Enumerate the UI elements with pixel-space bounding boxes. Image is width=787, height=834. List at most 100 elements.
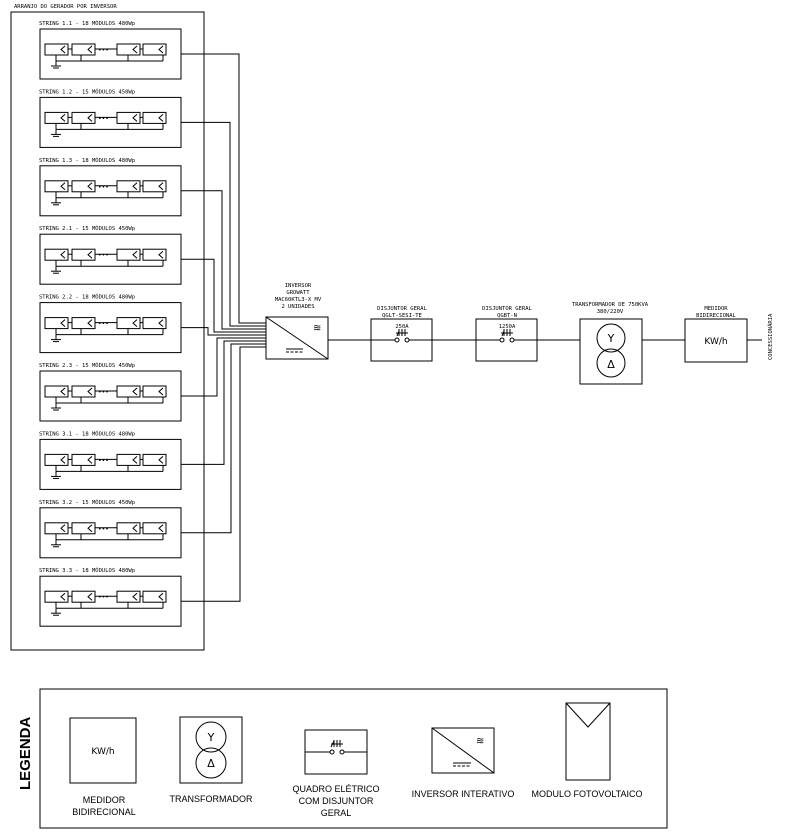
string-label: STRING 1.1 - 18 MÓDULOS 480Wp [39, 20, 135, 27]
pv-module-icon [71, 111, 96, 124]
string-wire [181, 121, 266, 327]
string-box [39, 575, 182, 627]
string-box [39, 96, 182, 148]
continuation-dots: ••• [98, 321, 109, 328]
inverter-label-3: MAC60KTL3-X MV [275, 297, 322, 303]
grid-label: CONCESSIONÁRIA [767, 313, 774, 360]
legend-inverter-icon [431, 727, 495, 774]
legend-meter-unit: KW/h [91, 747, 114, 757]
transformer-box [579, 318, 643, 385]
pv-module-icon [142, 248, 167, 261]
string-5[interactable]: STRING 2.2 - 18 MÓDULOS 480Wp ••• [39, 294, 182, 354]
string-3[interactable]: STRING 1.3 - 18 MÓDULOS 480Wp••• [39, 157, 182, 217]
breaker-2[interactable]: DISJUNTOR GERAL QGBT-N 1250A [475, 306, 538, 362]
string-4[interactable]: STRING 2.1 - 15 MÓDULOS 450Wp••• [39, 225, 182, 285]
string-label: STRING 3.2 - 15 MÓDULOS 450Wp [39, 499, 135, 506]
ground-icon [51, 334, 61, 343]
ground-icon [51, 608, 61, 616]
bidirectional-meter[interactable]: MEDIDOR BIDIRECIONAL KW/h [684, 306, 748, 363]
legend-pv-module-label: MODULO FOTOVOLTAICO [531, 789, 642, 799]
legend-pv-module-icon [565, 702, 611, 781]
pv-module-icon [71, 317, 96, 330]
string-label: STRING 3.3 - 18 MÓDULOS 480Wp [39, 567, 135, 574]
legend-ac-wave-icon: ≋ [476, 736, 484, 747]
pv-module-icon [71, 43, 96, 56]
string-group: STRING 1.1 - 18 MÓDULOS 480Wp•••STRING 1… [39, 20, 182, 627]
pv-module-icon [142, 590, 167, 603]
inverter[interactable]: INVERSOR GROWATT MAC60KTL3-X MV 2 UNIDAD… [265, 283, 329, 360]
legend-title: LEGENDA [17, 716, 34, 790]
pv-module-icon [44, 43, 69, 56]
string-label: STRING 3.1 - 18 MÓDULOS 480Wp [39, 430, 135, 437]
string-box [39, 507, 182, 559]
string-8[interactable]: STRING 3.2 - 15 MÓDULOS 450Wp ••• [39, 499, 182, 559]
string-label: STRING 1.2 - 15 MÓDULOS 450Wp [39, 88, 135, 95]
transformer-label-2: 380/220V [597, 309, 624, 315]
legend-breaker-label-2: COM DISJUNTOR [299, 796, 374, 806]
ground-icon [51, 61, 61, 69]
string-2[interactable]: STRING 1.2 - 15 MÓDULOS 450Wp••• [39, 88, 182, 148]
string-box [39, 165, 182, 217]
meter-unit: KW/h [704, 337, 727, 347]
string-box [39, 28, 182, 80]
pv-module-icon [142, 180, 167, 193]
pv-module-icon [44, 111, 69, 124]
pv-module-icon [44, 248, 69, 261]
string-wire [181, 190, 266, 330]
string-label: STRING 2.2 - 18 MÓDULOS 480Wp [39, 294, 135, 301]
string-wire [181, 258, 266, 333]
pv-module-icon [44, 317, 69, 330]
array-frame [10, 11, 205, 651]
pv-module-icon [71, 180, 96, 193]
legend-breaker-label-1: QUADRO ELÉTRICO [292, 784, 379, 794]
legend-delta-symbol: Δ [207, 757, 215, 770]
ground-icon [51, 539, 61, 548]
legend: LEGENDA KW/h MEDIDOR BIDIRECIONAL Y Δ TR… [17, 688, 668, 829]
pv-module-icon [44, 180, 69, 193]
legend-breaker-label-3: GERAL [321, 808, 352, 818]
continuation-dots: ••• [98, 457, 109, 464]
inverter-diagonal [265, 316, 329, 360]
delta-symbol: Δ [607, 358, 615, 371]
pv-module-icon [142, 317, 167, 330]
pv-module-icon [44, 522, 69, 535]
string-7[interactable]: STRING 3.1 - 18 MÓDULOS 480Wp ••• [39, 430, 182, 490]
pv-module-icon [116, 453, 141, 466]
pv-module-icon [116, 180, 141, 193]
legend-meter-label-2: BIDIRECIONAL [72, 807, 136, 817]
transformer-primary-coil [596, 323, 626, 353]
continuation-dots: ••• [98, 594, 109, 601]
inverter-label-1: INVERSOR [285, 283, 312, 289]
pv-module-icon [116, 248, 141, 261]
legend-transformer-icon [179, 716, 243, 784]
ground-icon [51, 266, 61, 274]
continuation-dots: ••• [98, 389, 109, 396]
breaker-1[interactable]: DISJUNTOR GERAL QGLT-SESI-TE 250A [370, 306, 433, 362]
string-1[interactable]: STRING 1.1 - 18 MÓDULOS 480Wp ••• [39, 20, 182, 80]
legend-inverter-label: INVERSOR INTERATIVO [412, 789, 515, 799]
pv-module-icon [142, 453, 167, 466]
pv-module-icon [71, 590, 96, 603]
string-box [39, 438, 182, 490]
pv-module-icon [44, 590, 69, 603]
breaker2-label-1: DISJUNTOR GERAL [482, 306, 532, 312]
array-title: ARRANJO DO GERADOR POR INVERSOR [14, 4, 117, 10]
continuation-dots: ••• [98, 252, 109, 259]
string-9[interactable]: STRING 3.3 - 18 MÓDULOS 480Wp ••• [39, 567, 182, 627]
pv-module-icon [71, 248, 96, 261]
breaker1-label-2: QGLT-SESI-TE [382, 313, 422, 319]
inverter-label-4: 2 UNIDADES [281, 304, 314, 310]
meter-label-2: BIDIRECIONAL [696, 313, 736, 319]
pv-module-icon [116, 43, 141, 56]
wye-symbol: Y [607, 332, 615, 345]
string-box [39, 302, 182, 354]
pv-module-icon [71, 385, 96, 398]
string-6[interactable]: STRING 2.3 - 15 MÓDULOS 450Wp••• [39, 362, 182, 422]
continuation-dots: ••• [98, 47, 109, 54]
string-wire [181, 337, 266, 397]
transformer[interactable]: TRANSFORMADOR DE 750KVA 380/220V Y Δ [572, 302, 649, 385]
ac-wave-icon: ≋ [313, 323, 321, 334]
continuation-dots: ••• [98, 526, 109, 533]
string-wire [181, 53, 266, 324]
